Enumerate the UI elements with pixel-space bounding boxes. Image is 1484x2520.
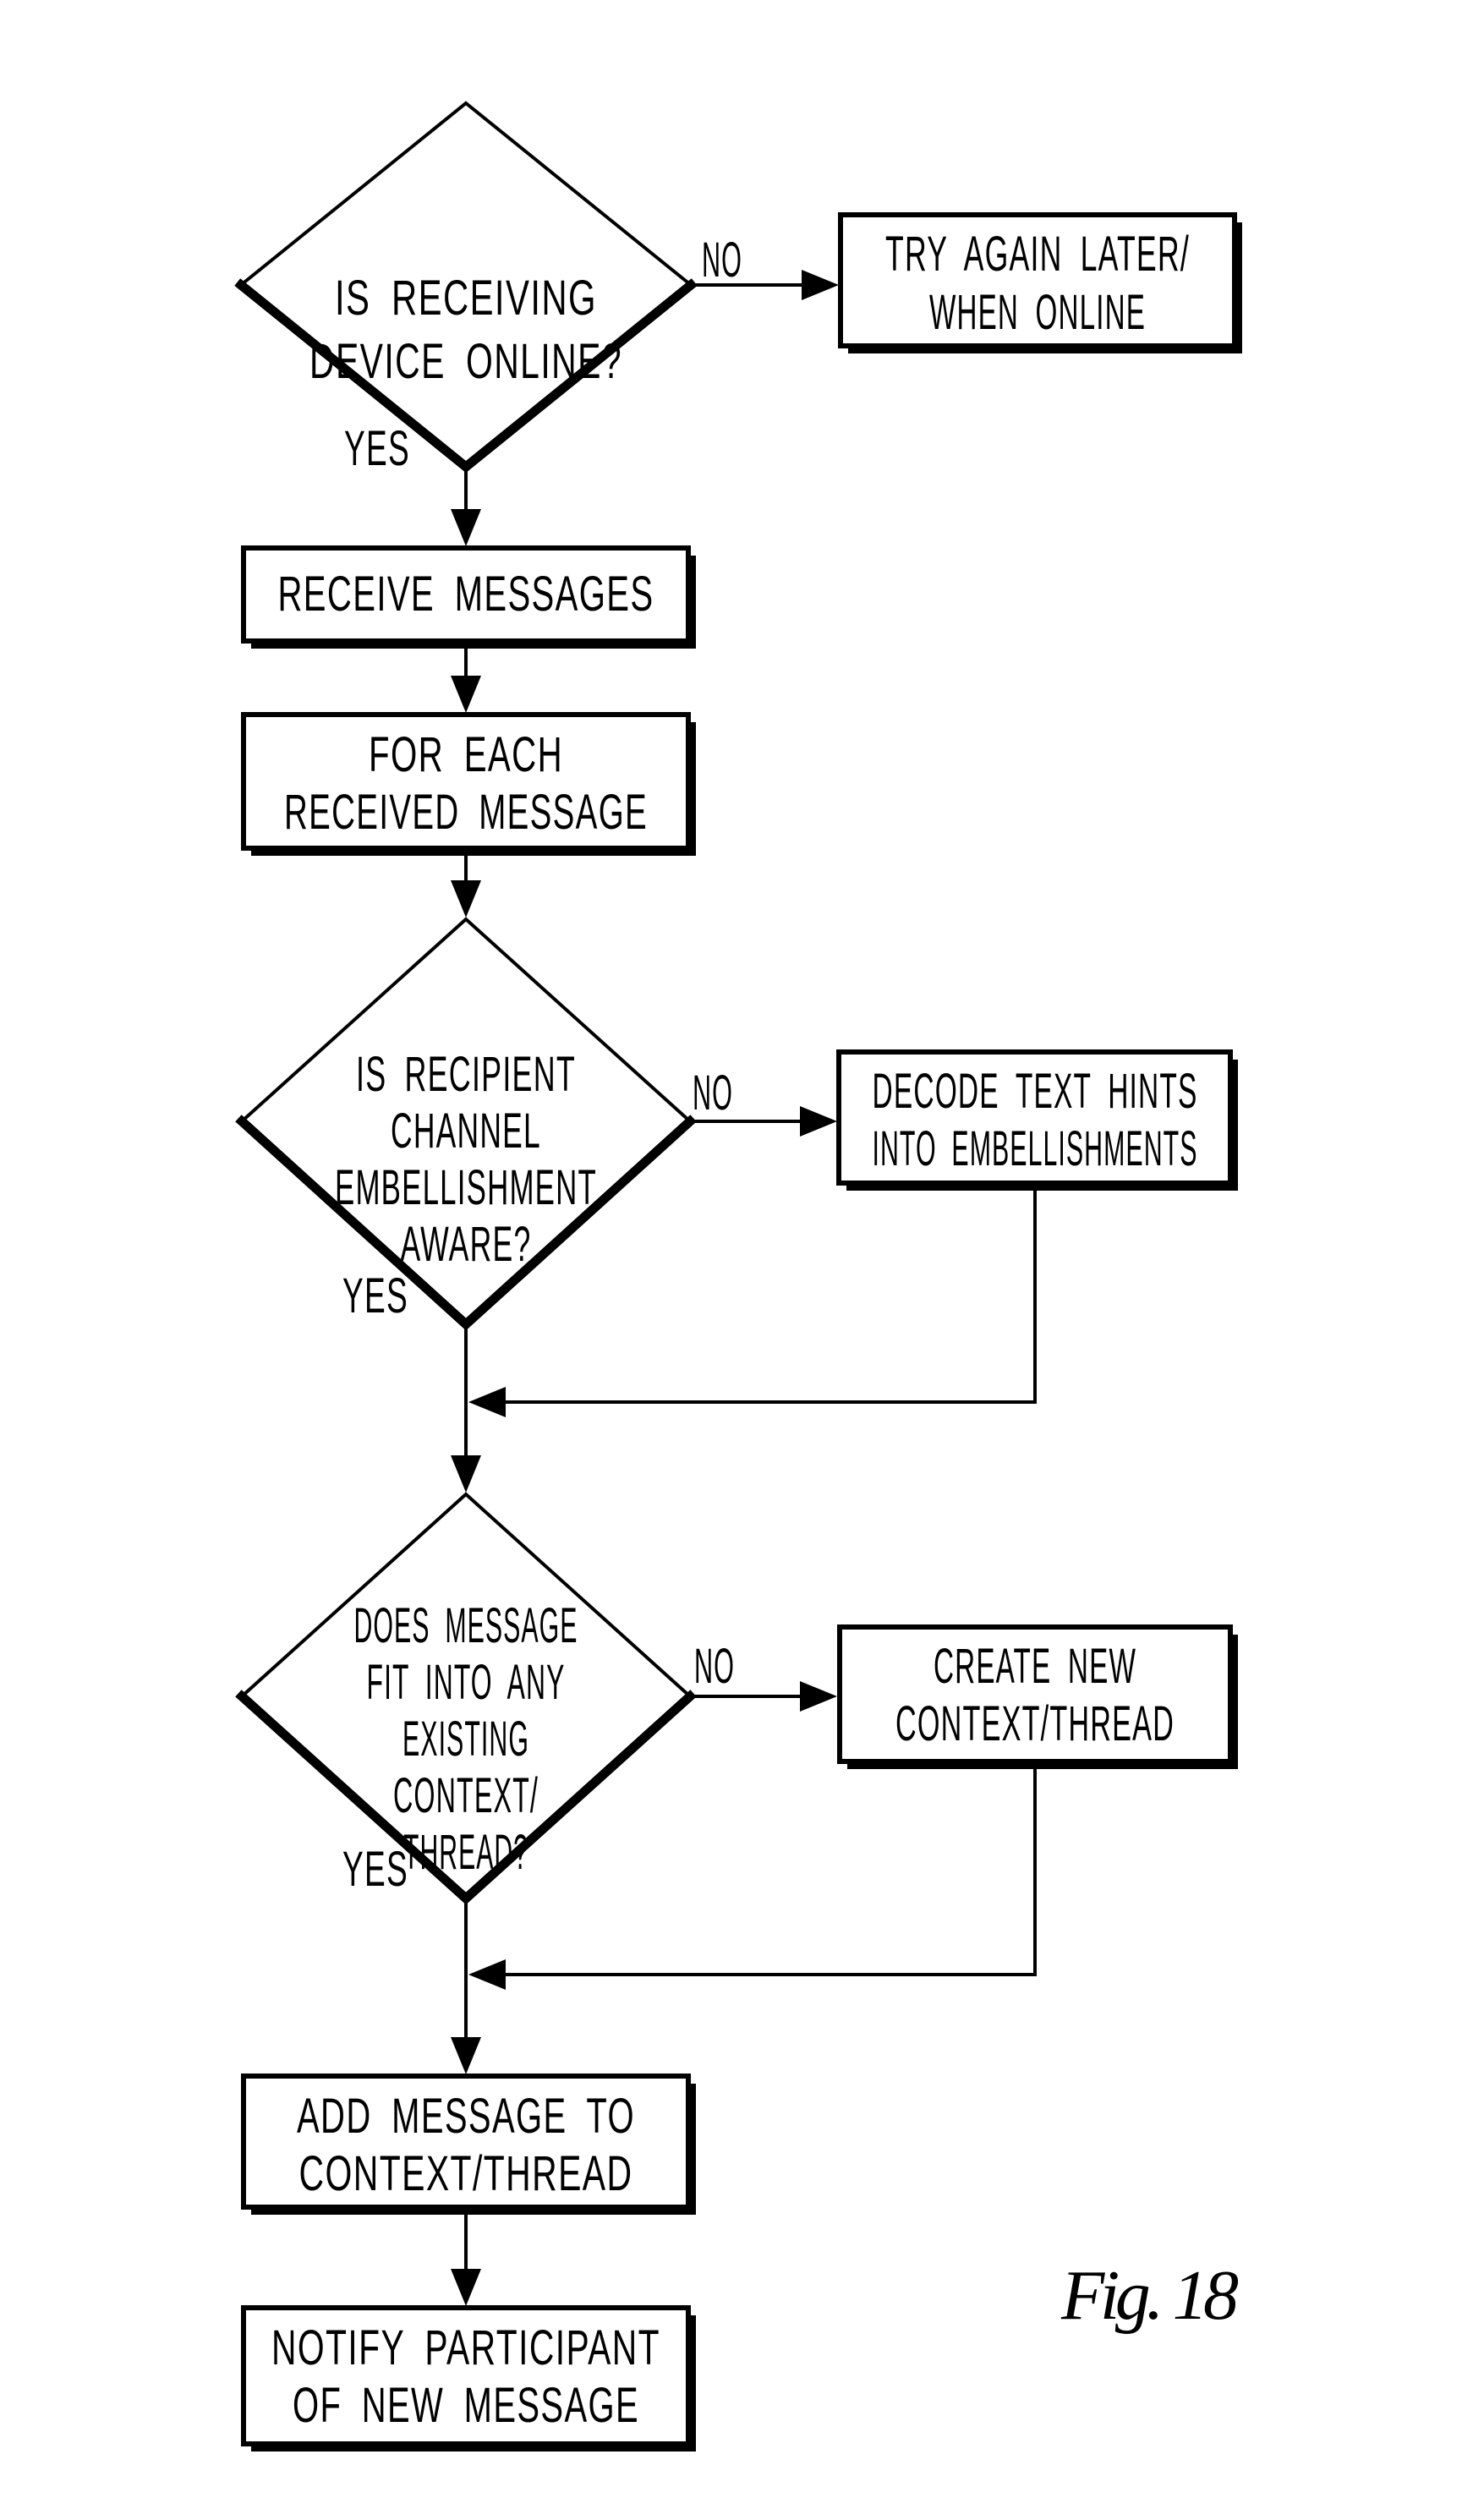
- decision-does-message-fit-existing-context: DOES MESSAGE FIT INTO ANY EXISTING CONTE…: [235, 1492, 697, 1905]
- flow-no-to-try-again: [691, 270, 839, 300]
- arrowhead-right-icon: [802, 270, 839, 300]
- process-label-line: NOTIFY PARTICIPANT: [271, 2320, 660, 2375]
- decision-label-line: AWARE?: [401, 1217, 532, 1272]
- process-box-shape: [836, 1049, 1233, 1186]
- arrowhead-right-icon: [800, 1681, 837, 1712]
- arrowhead-left-icon: [468, 1387, 506, 1417]
- process-receive-messages: RECEIVE MESSAGES: [241, 545, 696, 649]
- decision-label-line: DOES MESSAGE: [354, 1598, 578, 1653]
- flow-line: [501, 1761, 1037, 1976]
- flow-decode-merge: [468, 1183, 1037, 1417]
- decision-label-line: IS RECIPIENT: [356, 1047, 576, 1102]
- arrowhead-left-icon: [468, 1959, 506, 1990]
- process-box-shape: [241, 712, 691, 851]
- process-label-line: OF NEW MESSAGE: [293, 2378, 639, 2433]
- flow-no-to-decode: [690, 1106, 837, 1137]
- process-label-line: ADD MESSAGE TO: [297, 2089, 635, 2144]
- process-label-line: CREATE NEW: [934, 1639, 1136, 1694]
- arrowhead-down-icon: [451, 2037, 481, 2074]
- arrowhead-down-icon: [451, 2269, 481, 2306]
- process-label-line: INTO EMBELLISHMENTS: [873, 1121, 1198, 1176]
- process-box-shape: [241, 2074, 691, 2210]
- flow-create-merge: [468, 1761, 1037, 1990]
- flow-for-each-to-decision2: [451, 848, 481, 918]
- decision-label-line: IS RECEIVING: [335, 271, 597, 326]
- arrowhead-down-icon: [451, 509, 481, 546]
- process-for-each-received-message: FOR EACH RECEIVED MESSAGE: [241, 712, 696, 856]
- process-label-line: FOR EACH: [369, 727, 563, 782]
- decision-is-recipient-channel-embellishment-aware: IS RECIPIENT CHANNEL EMBELLISHMENT AWARE…: [235, 917, 697, 1331]
- process-label-line: CONTEXT/THREAD: [895, 1696, 1175, 1751]
- flow-receive-to-for-each: [451, 641, 481, 713]
- flow-decision2-yes-to-decision3: [451, 1324, 481, 1493]
- flow-line: [501, 1183, 1037, 1404]
- process-box-shape: [241, 2305, 691, 2446]
- arrowhead-down-icon: [451, 880, 481, 918]
- process-box-shape: [838, 212, 1237, 348]
- process-label-line: CONTEXT/THREAD: [299, 2146, 633, 2201]
- process-label-line: RECEIVE MESSAGES: [278, 567, 654, 622]
- decision-label-line: THREAD?: [403, 1825, 528, 1880]
- flow-yes-to-receive-messages: [451, 467, 481, 546]
- decision-diamond-shadow-edge: [235, 1115, 697, 1331]
- arrowhead-down-icon: [451, 1455, 481, 1493]
- arrowhead-right-icon: [800, 1106, 837, 1137]
- branch-label-yes: YES: [344, 421, 410, 476]
- decision-diamond-shadow-edge: [234, 278, 698, 474]
- process-label-line: RECEIVED MESSAGE: [284, 785, 648, 840]
- arrowhead-down-icon: [451, 676, 481, 713]
- process-label-line: WHEN ONLINE: [929, 285, 1146, 340]
- flow-decision3-yes-to-add: [451, 1898, 481, 2074]
- branch-label-no: NO: [694, 1639, 735, 1694]
- decision-label-line: FIT INTO ANY: [367, 1655, 566, 1710]
- decision-label-line: CHANNEL: [391, 1104, 541, 1159]
- branch-label-no: NO: [693, 1066, 733, 1120]
- decision-label-line: CONTEXT/: [393, 1768, 539, 1823]
- process-label-line: DECODE TEXT HINTS: [873, 1064, 1198, 1119]
- branch-label-no: NO: [702, 233, 742, 288]
- process-box-shape: [837, 1624, 1233, 1764]
- decision-is-receiving-device-online: IS RECEIVING DEVICE ONLINE?: [234, 101, 698, 474]
- flow-add-to-notify: [451, 2207, 481, 2306]
- decision-diamond-shadow-edge: [235, 1690, 697, 1905]
- figure-caption: Fig. 18: [1060, 2256, 1239, 2335]
- decision-label-line: DEVICE ONLINE?: [309, 334, 622, 389]
- process-decode-text-hints: DECODE TEXT HINTS INTO EMBELLISHMENTS: [836, 1049, 1238, 1191]
- process-label-line: TRY AGAIN LATER/: [885, 227, 1190, 282]
- decision-label-line: EXISTING: [402, 1712, 529, 1767]
- decision-label-line: EMBELLISHMENT: [335, 1160, 597, 1215]
- process-add-message-to-context-thread: ADD MESSAGE TO CONTEXT/THREAD: [241, 2074, 696, 2215]
- process-try-again-later: TRY AGAIN LATER/ WHEN ONLINE: [838, 212, 1242, 353]
- flow-no-to-create: [690, 1681, 837, 1712]
- branch-label-yes: YES: [342, 1842, 408, 1897]
- process-create-new-context-thread: CREATE NEW CONTEXT/THREAD: [837, 1624, 1238, 1769]
- process-box-shape: [241, 545, 691, 644]
- branch-label-yes: YES: [342, 1268, 408, 1323]
- process-notify-participant-of-new-message: NOTIFY PARTICIPANT OF NEW MESSAGE: [241, 2305, 696, 2452]
